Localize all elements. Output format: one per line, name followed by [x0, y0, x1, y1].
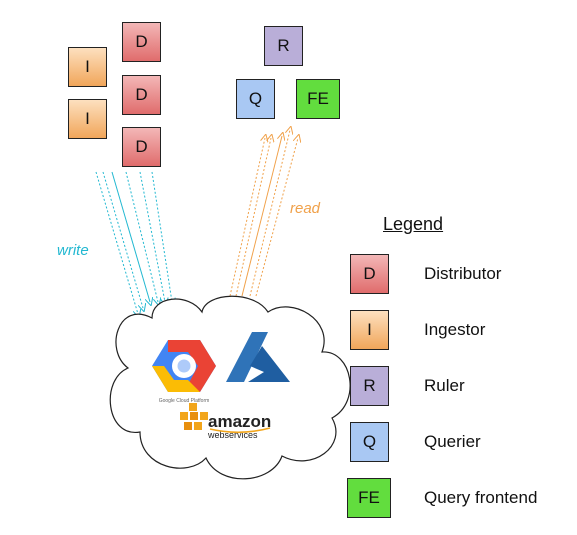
legend-label-query-frontend: Query frontend — [424, 488, 538, 507]
ruler-node: R — [264, 26, 303, 66]
legend-swatch-ruler: R — [350, 366, 389, 406]
aws-word: amazon — [208, 412, 271, 431]
read-arrows — [229, 130, 298, 297]
cloud-shape — [109, 295, 351, 480]
aws-sub: webservices — [207, 430, 258, 440]
legend-title: Legend — [383, 214, 444, 234]
write-arrow — [151, 171, 172, 302]
write-arrow — [102, 171, 143, 308]
legend-swatch-querier: Q — [350, 422, 389, 462]
legend-label-ruler: Ruler — [424, 376, 465, 395]
gcp-logo-icon: Google Cloud Platform — [152, 340, 216, 404]
distributor-node: D — [122, 22, 161, 62]
ingestor-node: I — [68, 47, 107, 87]
legend-label-querier: Querier — [424, 432, 481, 451]
distributor-node: D — [122, 127, 161, 167]
write-arrow — [95, 171, 138, 314]
legend-swatch-distributor: D — [350, 254, 389, 294]
read-arrow — [235, 138, 271, 297]
write-arrow — [139, 171, 165, 302]
legend-label-distributor: Distributor — [424, 264, 502, 283]
query-frontend-node: FE — [296, 79, 340, 119]
write-arrows — [95, 171, 172, 314]
write-arrow — [111, 171, 150, 302]
read-label: read — [290, 200, 321, 217]
gcp-caption: Google Cloud Platform — [159, 398, 210, 404]
aws-logo-icon: amazon webservices — [180, 403, 271, 440]
write-label: write — [57, 242, 89, 259]
azure-logo-icon — [226, 332, 290, 382]
read-arrow — [229, 138, 265, 297]
legend-swatch-query-frontend: FE — [347, 478, 391, 518]
read-arrow — [241, 136, 282, 297]
legend-swatch-ingestor: I — [350, 310, 389, 350]
ingestor-node: I — [68, 99, 107, 139]
read-arrow — [249, 130, 290, 297]
read-arrow — [255, 138, 298, 297]
querier-node: Q — [236, 79, 275, 119]
legend-label-ingestor: Ingestor — [424, 320, 486, 339]
distributor-node: D — [122, 75, 161, 115]
